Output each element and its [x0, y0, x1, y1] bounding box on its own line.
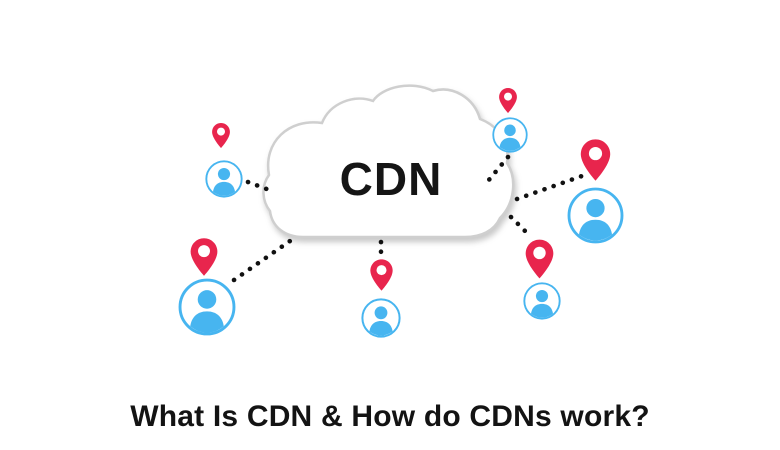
user-icon: [493, 118, 526, 153]
user-icon: [180, 280, 234, 336]
location-pin-icon: [212, 123, 230, 148]
user-icon: [569, 189, 622, 244]
dotted-connector-bottom-left: [231, 238, 293, 283]
user-icon: [524, 283, 559, 320]
edge-user-bottom-right: [524, 239, 559, 320]
edge-user-right: [569, 139, 622, 244]
edge-user-bottom-left: [180, 238, 234, 336]
user-icon: [206, 161, 241, 198]
dotted-connector-top-left: [245, 179, 275, 194]
location-pin-icon: [580, 139, 611, 181]
dotted-connectors: [231, 154, 585, 283]
edge-user-bottom-center: [362, 259, 399, 338]
dotted-connector-right: [514, 173, 585, 202]
location-pin-icon: [190, 238, 218, 276]
cloud-cdn-label: CDN: [339, 153, 443, 205]
location-pin-icon: [525, 239, 554, 279]
dotted-connector-bottom-right: [508, 214, 533, 239]
cdn-cloud: [262, 84, 515, 239]
edge-user-top-left: [206, 123, 241, 198]
user-icon: [362, 299, 399, 338]
page-title: What Is CDN & How do CDNs work?: [130, 400, 650, 433]
location-pin-icon: [370, 259, 393, 291]
location-pin-icon: [499, 88, 517, 113]
edge-user-top-right: [493, 88, 526, 153]
